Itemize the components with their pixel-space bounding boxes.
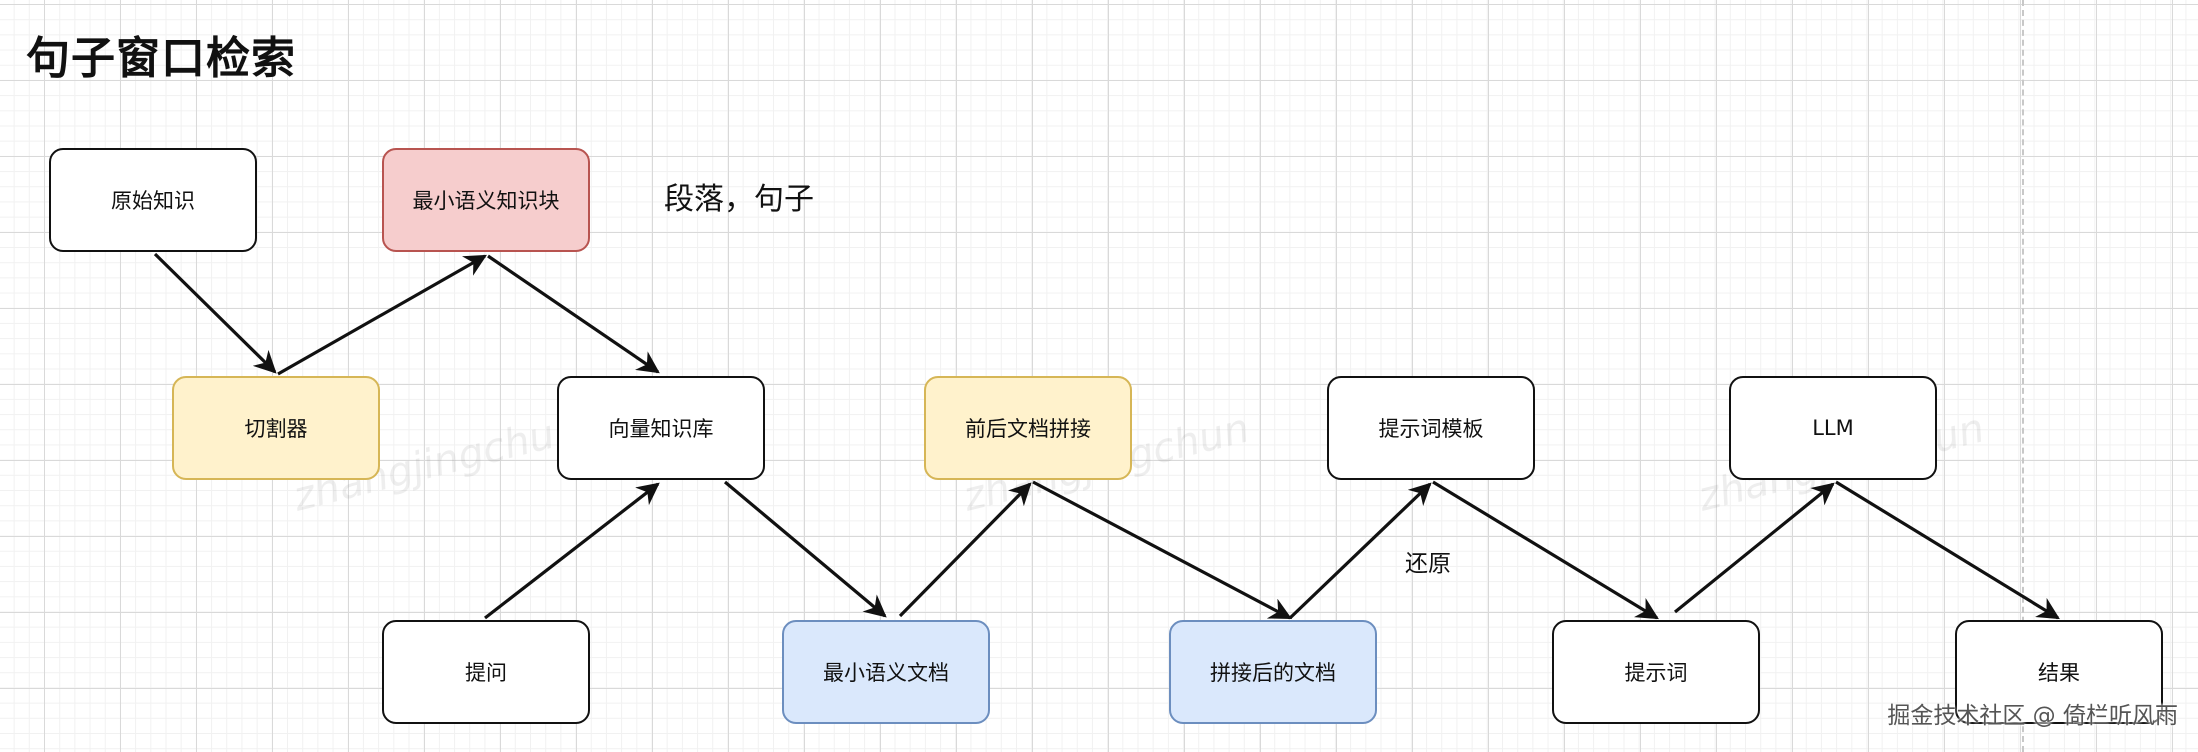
node-prompt[interactable]: 提示词	[1552, 620, 1760, 724]
label-restore: 还原	[1405, 551, 1451, 577]
arrow-template-to-prompt	[1432, 480, 1659, 620]
node-vector-db[interactable]: 向量知识库	[557, 376, 765, 480]
node-result[interactable]: 结果	[1955, 620, 2163, 724]
arrow-question-to-vector-db	[484, 482, 660, 620]
page-title: 句子窗口检索	[26, 33, 296, 84]
node-prompt-template[interactable]: 提示词模板	[1327, 376, 1535, 480]
arrow-min-doc-to-merge	[898, 482, 1032, 618]
node-splitter[interactable]: 切割器	[172, 376, 380, 480]
arrow-original-to-splitter	[153, 252, 277, 374]
arrow-min-chunk-to-vector-db	[487, 254, 660, 374]
arrow-merge-to-merged-doc	[1032, 480, 1292, 620]
arrow-merged-doc-to-template	[1288, 482, 1432, 620]
node-question[interactable]: 提问	[382, 620, 590, 724]
arrow-splitter-to-min-chunk	[277, 254, 487, 376]
node-llm[interactable]: LLM	[1729, 376, 1937, 480]
node-original-knowledge[interactable]: 原始知识	[49, 148, 257, 252]
page-boundary-dashed-line	[2022, 0, 2024, 752]
arrow-prompt-to-llm	[1673, 482, 1835, 614]
node-min-semantic-chunk[interactable]: 最小语义知识块	[382, 148, 590, 252]
node-merge-before-after[interactable]: 前后文档拼接	[924, 376, 1132, 480]
arrow-llm-to-result	[1835, 480, 2060, 620]
label-paragraph-sentence: 段落，句子	[664, 182, 814, 217]
footer-watermark: 掘金技术社区 @ 倚栏听风雨	[1887, 703, 2178, 729]
arrow-vector-db-to-min-doc	[723, 480, 887, 618]
node-merged-doc[interactable]: 拼接后的文档	[1169, 620, 1377, 724]
node-min-semantic-doc[interactable]: 最小语义文档	[782, 620, 990, 724]
